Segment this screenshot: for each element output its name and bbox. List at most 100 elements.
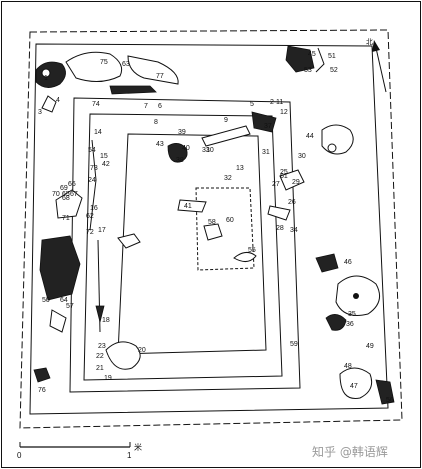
- north-label: 北: [366, 38, 373, 46]
- artifact-oval: [233, 252, 257, 262]
- label-62: 62: [86, 213, 94, 220]
- tomb-pit-outline: [19, 29, 403, 429]
- label-63: 63: [122, 61, 130, 68]
- label-48: 48: [344, 363, 352, 370]
- label-21: 21: [96, 365, 104, 372]
- artifact-34: [325, 314, 347, 331]
- label-43: 43: [156, 141, 164, 148]
- artifact-12-dagger: [251, 111, 277, 133]
- label-68: 68: [62, 195, 70, 202]
- artifact-27: [279, 169, 305, 191]
- label-53: 53: [304, 67, 312, 74]
- artifact-57: [49, 309, 67, 333]
- dashed-body-area: [195, 187, 255, 271]
- artifact-left-cluster: [39, 235, 81, 301]
- label-38: 38: [176, 157, 184, 164]
- scale-bar: 0 1 米: [17, 442, 142, 460]
- label-33: 33: [202, 147, 210, 154]
- label-71: 71: [62, 215, 70, 222]
- artifact-35-spot: [353, 293, 359, 299]
- artifact-56: [375, 379, 395, 405]
- label-13: 13: [236, 165, 244, 172]
- label-66: 66: [68, 181, 76, 188]
- artifact-77-vessel: [127, 55, 179, 85]
- artifact-41: [177, 199, 207, 213]
- label-4: 4: [56, 97, 60, 104]
- label-30: 30: [298, 153, 306, 160]
- label-64: 64: [60, 297, 68, 304]
- outer-coffin-outline: [29, 43, 389, 415]
- scale-one: 1: [127, 451, 132, 460]
- label-7: 7: [144, 103, 148, 110]
- artifact-46: [315, 253, 339, 273]
- label-29: 29: [292, 179, 300, 186]
- label-19: 19: [104, 375, 112, 382]
- artifact-76: [33, 367, 51, 383]
- label-9: 9: [224, 117, 228, 124]
- label-24: 24: [88, 177, 96, 184]
- artifact-labels: 1 2 3 4 5 6 7 8 9 10 11 12 13 14 15 16 1…: [38, 51, 394, 404]
- label-27: 27: [272, 181, 280, 188]
- label-14: 14: [94, 129, 102, 136]
- label-16: 16: [90, 205, 98, 212]
- label-45: 45: [308, 51, 316, 58]
- label-39: 39: [178, 129, 186, 136]
- innermost-coffin-outline: [117, 133, 267, 355]
- label-40: 40: [182, 145, 190, 152]
- artifact-large-scroll: [109, 85, 157, 95]
- label-25: 25: [280, 169, 288, 176]
- label-2: 2: [270, 99, 274, 106]
- artifact-18-spearhead: [95, 305, 105, 323]
- artifact-44-disc: [321, 124, 354, 155]
- label-3: 3: [38, 109, 42, 116]
- label-28: 28: [276, 225, 284, 232]
- label-74: 74: [92, 101, 100, 108]
- label-12: 12: [280, 109, 288, 116]
- artifact-75-vessel: [65, 51, 123, 82]
- label-49: 49: [366, 343, 374, 350]
- artifact-26: [267, 205, 291, 221]
- label-70: 70: [52, 191, 60, 198]
- label-50: 50: [42, 297, 50, 304]
- artifact-74: [41, 95, 57, 113]
- label-10: 10: [206, 147, 214, 154]
- label-22: 22: [96, 353, 104, 360]
- label-52: 52: [330, 67, 338, 74]
- label-11: 11: [276, 99, 283, 106]
- label-61: 61: [280, 173, 288, 180]
- label-20: 20: [138, 347, 146, 354]
- label-31: 31: [262, 149, 270, 156]
- label-65: 65: [62, 191, 70, 198]
- watermark: 知乎 @韩语辉: [312, 444, 388, 459]
- label-72: 72: [86, 229, 94, 236]
- label-32: 32: [224, 175, 232, 182]
- scale-zero: 0: [17, 451, 22, 460]
- artifact-71: [55, 189, 83, 219]
- inner-coffin-outline: [83, 113, 283, 381]
- label-34: 34: [290, 227, 298, 234]
- label-60: 60: [226, 217, 234, 224]
- artifact-51: [315, 47, 325, 73]
- label-77: 77: [156, 73, 164, 80]
- label-18: 18: [102, 317, 110, 324]
- label-59: 59: [290, 341, 298, 348]
- artifact-22-bowl: [105, 341, 141, 370]
- north-arrow: 北: [366, 38, 387, 93]
- label-54: 54: [88, 147, 96, 154]
- label-47: 47: [350, 383, 358, 390]
- label-57: 57: [66, 303, 74, 310]
- label-1: 1: [44, 75, 48, 82]
- label-41: 41: [184, 203, 192, 210]
- scale-unit: 米: [134, 442, 142, 452]
- artifact-1-eye: [41, 68, 51, 78]
- artifact-58: [203, 223, 223, 241]
- artifact-1-mask: [35, 61, 66, 88]
- artifact-17: [117, 233, 141, 249]
- label-8: 8: [154, 119, 158, 126]
- label-44: 44: [306, 133, 314, 140]
- artifact-9-sword: [201, 125, 251, 147]
- artifacts: [33, 45, 395, 405]
- artifact-ring: [327, 143, 337, 153]
